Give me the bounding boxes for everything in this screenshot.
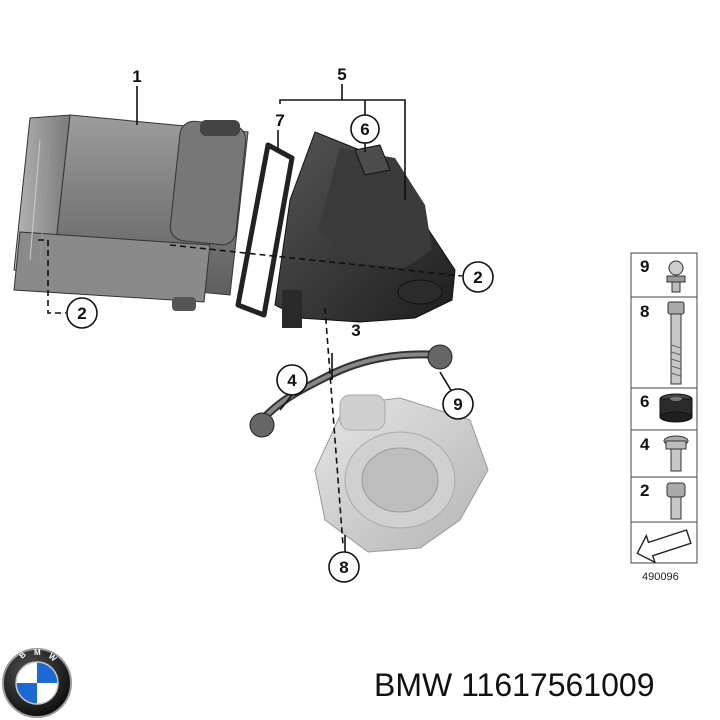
svg-text:W: W bbox=[47, 652, 59, 664]
part-7-gasket bbox=[235, 142, 295, 318]
grommet-icon bbox=[659, 393, 693, 423]
part-3-harness bbox=[249, 344, 453, 438]
callout-1-label: 1 bbox=[132, 67, 141, 86]
bmw-logo: B M W bbox=[2, 648, 72, 718]
diagram-image-number: 490096 bbox=[642, 571, 679, 583]
legend-item-6: 6 bbox=[640, 392, 649, 411]
flange-screw-icon bbox=[663, 435, 689, 472]
callout-7-label: 7 bbox=[275, 111, 284, 130]
callout-6-label: 6 bbox=[360, 120, 369, 139]
part-number-title: BMW 11617561009 bbox=[374, 667, 654, 703]
callout-5-label: 5 bbox=[337, 65, 346, 84]
callout-2a-label: 2 bbox=[77, 304, 86, 323]
callout-2b-label: 2 bbox=[473, 268, 482, 287]
callouts: 1 5 7 3 6 2 2 4 9 8 bbox=[66, 65, 494, 583]
socket-screw-icon bbox=[666, 482, 686, 520]
part-8-throttle-body bbox=[314, 394, 489, 553]
svg-text:B: B bbox=[18, 650, 28, 661]
callout-8-label: 8 bbox=[339, 558, 348, 577]
callout-9-label: 9 bbox=[453, 395, 462, 414]
callout-3-label: 3 bbox=[351, 321, 360, 340]
long-bolt-icon bbox=[667, 301, 685, 385]
legend-item-2: 2 bbox=[640, 481, 649, 500]
part-5-plenum bbox=[274, 131, 456, 328]
part-1-intercooler bbox=[13, 114, 249, 311]
ball-stud-icon bbox=[666, 260, 686, 293]
legend-item-4: 4 bbox=[640, 435, 650, 454]
legend-item-9: 9 bbox=[640, 257, 649, 276]
fastener-legend: 9 8 6 4 2 bbox=[630, 252, 698, 583]
dashed-leaders bbox=[38, 239, 463, 546]
legend-item-8: 8 bbox=[640, 302, 649, 321]
callout-4-label: 4 bbox=[287, 371, 297, 390]
leader-lines bbox=[136, 84, 453, 555]
direction-arrow-icon bbox=[636, 529, 692, 564]
svg-text:M: M bbox=[34, 648, 41, 657]
